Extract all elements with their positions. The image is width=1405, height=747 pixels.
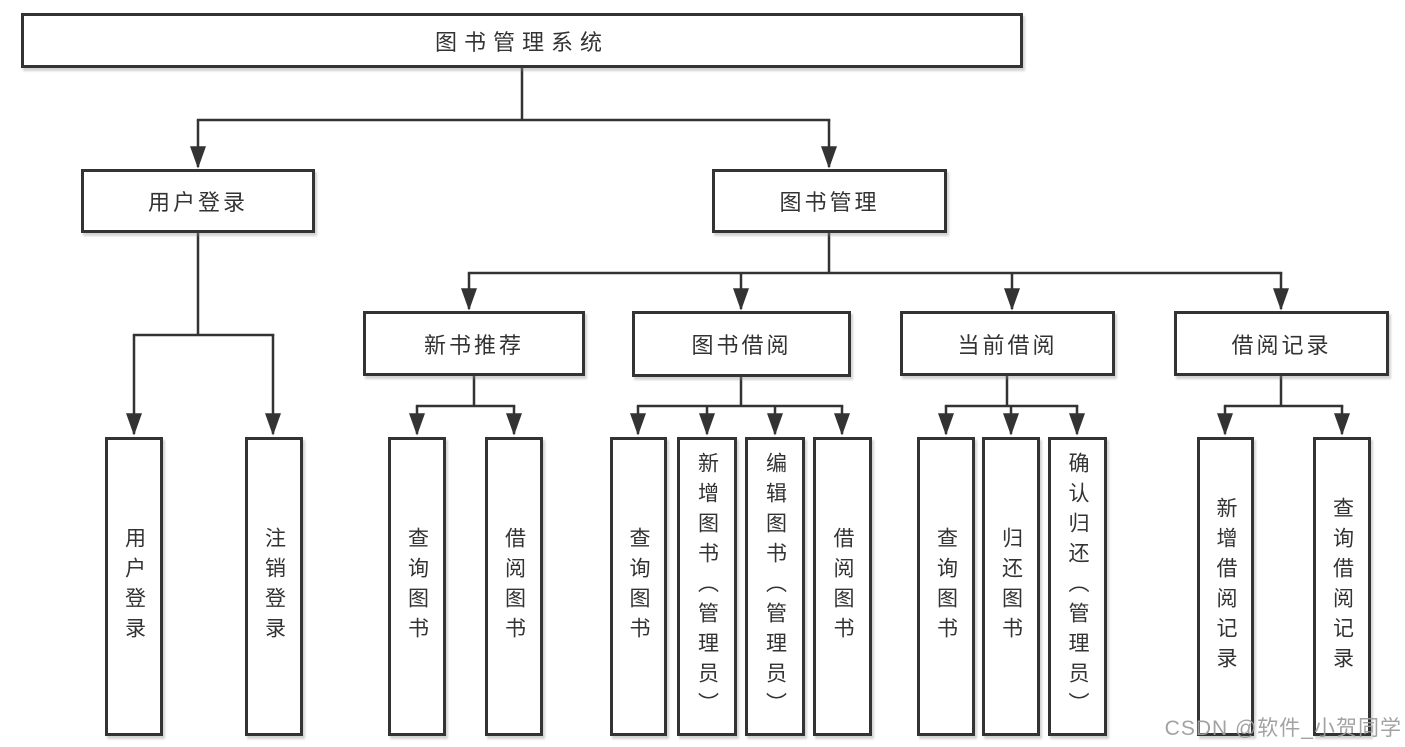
leaf-label: 确认归还（管理员） — [1066, 451, 1089, 722]
leaf-logout: 注销登录 — [245, 437, 303, 736]
leaf-return-books: 归还图书 — [982, 437, 1040, 736]
node-new-book-recommendation: 新书推荐 — [363, 311, 585, 376]
node-label: 当前借阅 — [957, 332, 1058, 358]
node-label: 借阅记录 — [1231, 332, 1332, 358]
leaf-label: 归还图书 — [999, 526, 1023, 647]
leaf-label: 借阅图书 — [502, 526, 526, 647]
leaf-borrow-books-recommend: 借阅图书 — [485, 437, 543, 736]
leaf-label: 编辑图书（管理员） — [763, 451, 787, 722]
leaf-label: 借阅图书 — [831, 526, 854, 647]
leaf-label: 查询图书 — [405, 526, 429, 647]
leaf-label: 注销登录 — [262, 526, 286, 647]
leaf-query-books-recommend: 查询图书 — [388, 437, 446, 736]
node-borrowing-records: 借阅记录 — [1174, 311, 1389, 376]
leaf-query-books-borrowing: 查询图书 — [610, 437, 667, 736]
node-user-login: 用户登录 — [81, 169, 315, 233]
leaf-label: 用户登录 — [122, 526, 146, 647]
leaf-label: 新增图书（管理员） — [695, 451, 719, 722]
node-book-management: 图书管理 — [712, 169, 947, 233]
leaf-label: 查询图书 — [627, 526, 650, 647]
leaf-borrow-books-borrowing: 借阅图书 — [813, 437, 872, 736]
csdn-watermark: CSDN @软件_小贺同学 — [1164, 717, 1402, 740]
node-book-borrowing: 图书借阅 — [632, 311, 851, 377]
node-label: 用户登录 — [147, 190, 248, 215]
leaf-query-books-current: 查询图书 — [917, 437, 975, 736]
node-label: 图书管理系统 — [434, 29, 609, 55]
node-label: 图书借阅 — [691, 333, 792, 358]
leaf-label: 查询借阅记录 — [1330, 496, 1354, 677]
leaf-query-borrow-record: 查询借阅记录 — [1313, 437, 1371, 736]
leaf-edit-book-admin: 编辑图书（管理员） — [745, 437, 805, 736]
leaf-label: 查询图书 — [934, 526, 958, 647]
leaf-user-login: 用户登录 — [105, 437, 163, 736]
leaf-confirm-return-admin: 确认归还（管理员） — [1048, 437, 1107, 736]
leaf-add-book-admin: 新增图书（管理员） — [677, 437, 737, 736]
node-library-management-system: 图书管理系统 — [21, 13, 1023, 68]
node-label: 新书推荐 — [423, 332, 524, 358]
leaf-add-borrow-record: 新增借阅记录 — [1197, 437, 1254, 736]
leaf-label: 新增借阅记录 — [1214, 496, 1237, 677]
node-label: 图书管理 — [779, 190, 880, 215]
node-current-borrowing: 当前借阅 — [900, 311, 1115, 376]
